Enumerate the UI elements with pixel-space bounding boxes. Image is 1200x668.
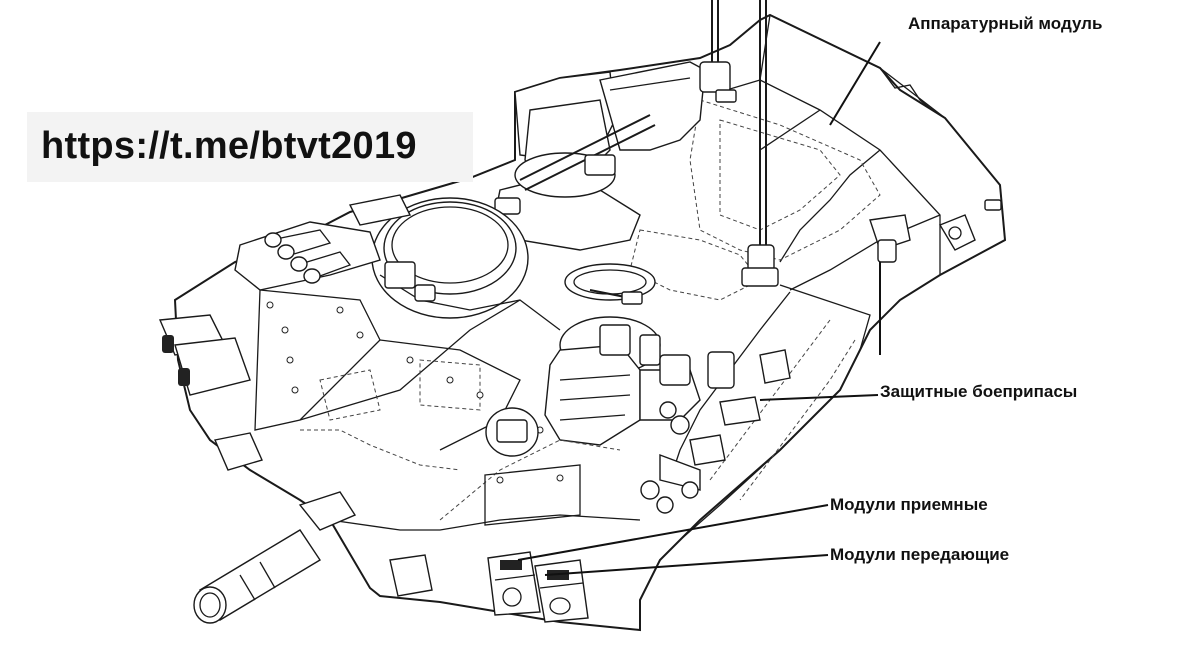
- rear-bracket: [938, 199, 1002, 251]
- small-hatch: [564, 263, 656, 305]
- leader-lines: [517, 41, 881, 576]
- antenna-mast: [699, 0, 779, 287]
- label-receiver-modules: Модули приемные: [830, 495, 988, 514]
- sight-module: [544, 316, 735, 446]
- protective-munition-slots: [640, 214, 911, 514]
- front-sensor: [485, 407, 539, 457]
- smoke-grenade-launcher: [234, 194, 412, 291]
- left-sensor-boxes: [158, 314, 263, 471]
- label-protective-munitions: Защитные боеприпасы: [880, 382, 1078, 401]
- watermark-banner: https://t.me/btvt2019: [27, 112, 473, 182]
- front-emitter-modules: [487, 551, 589, 623]
- gunner-hatch: [371, 197, 529, 319]
- gun-barrel: [193, 491, 433, 624]
- watermark-text: https://t.me/btvt2019: [41, 125, 417, 167]
- commander-sight: [494, 61, 706, 251]
- label-transmitter-modules: Модули передающие: [830, 545, 1010, 564]
- label-equipment-module: Аппаратурный модуль: [908, 14, 1103, 33]
